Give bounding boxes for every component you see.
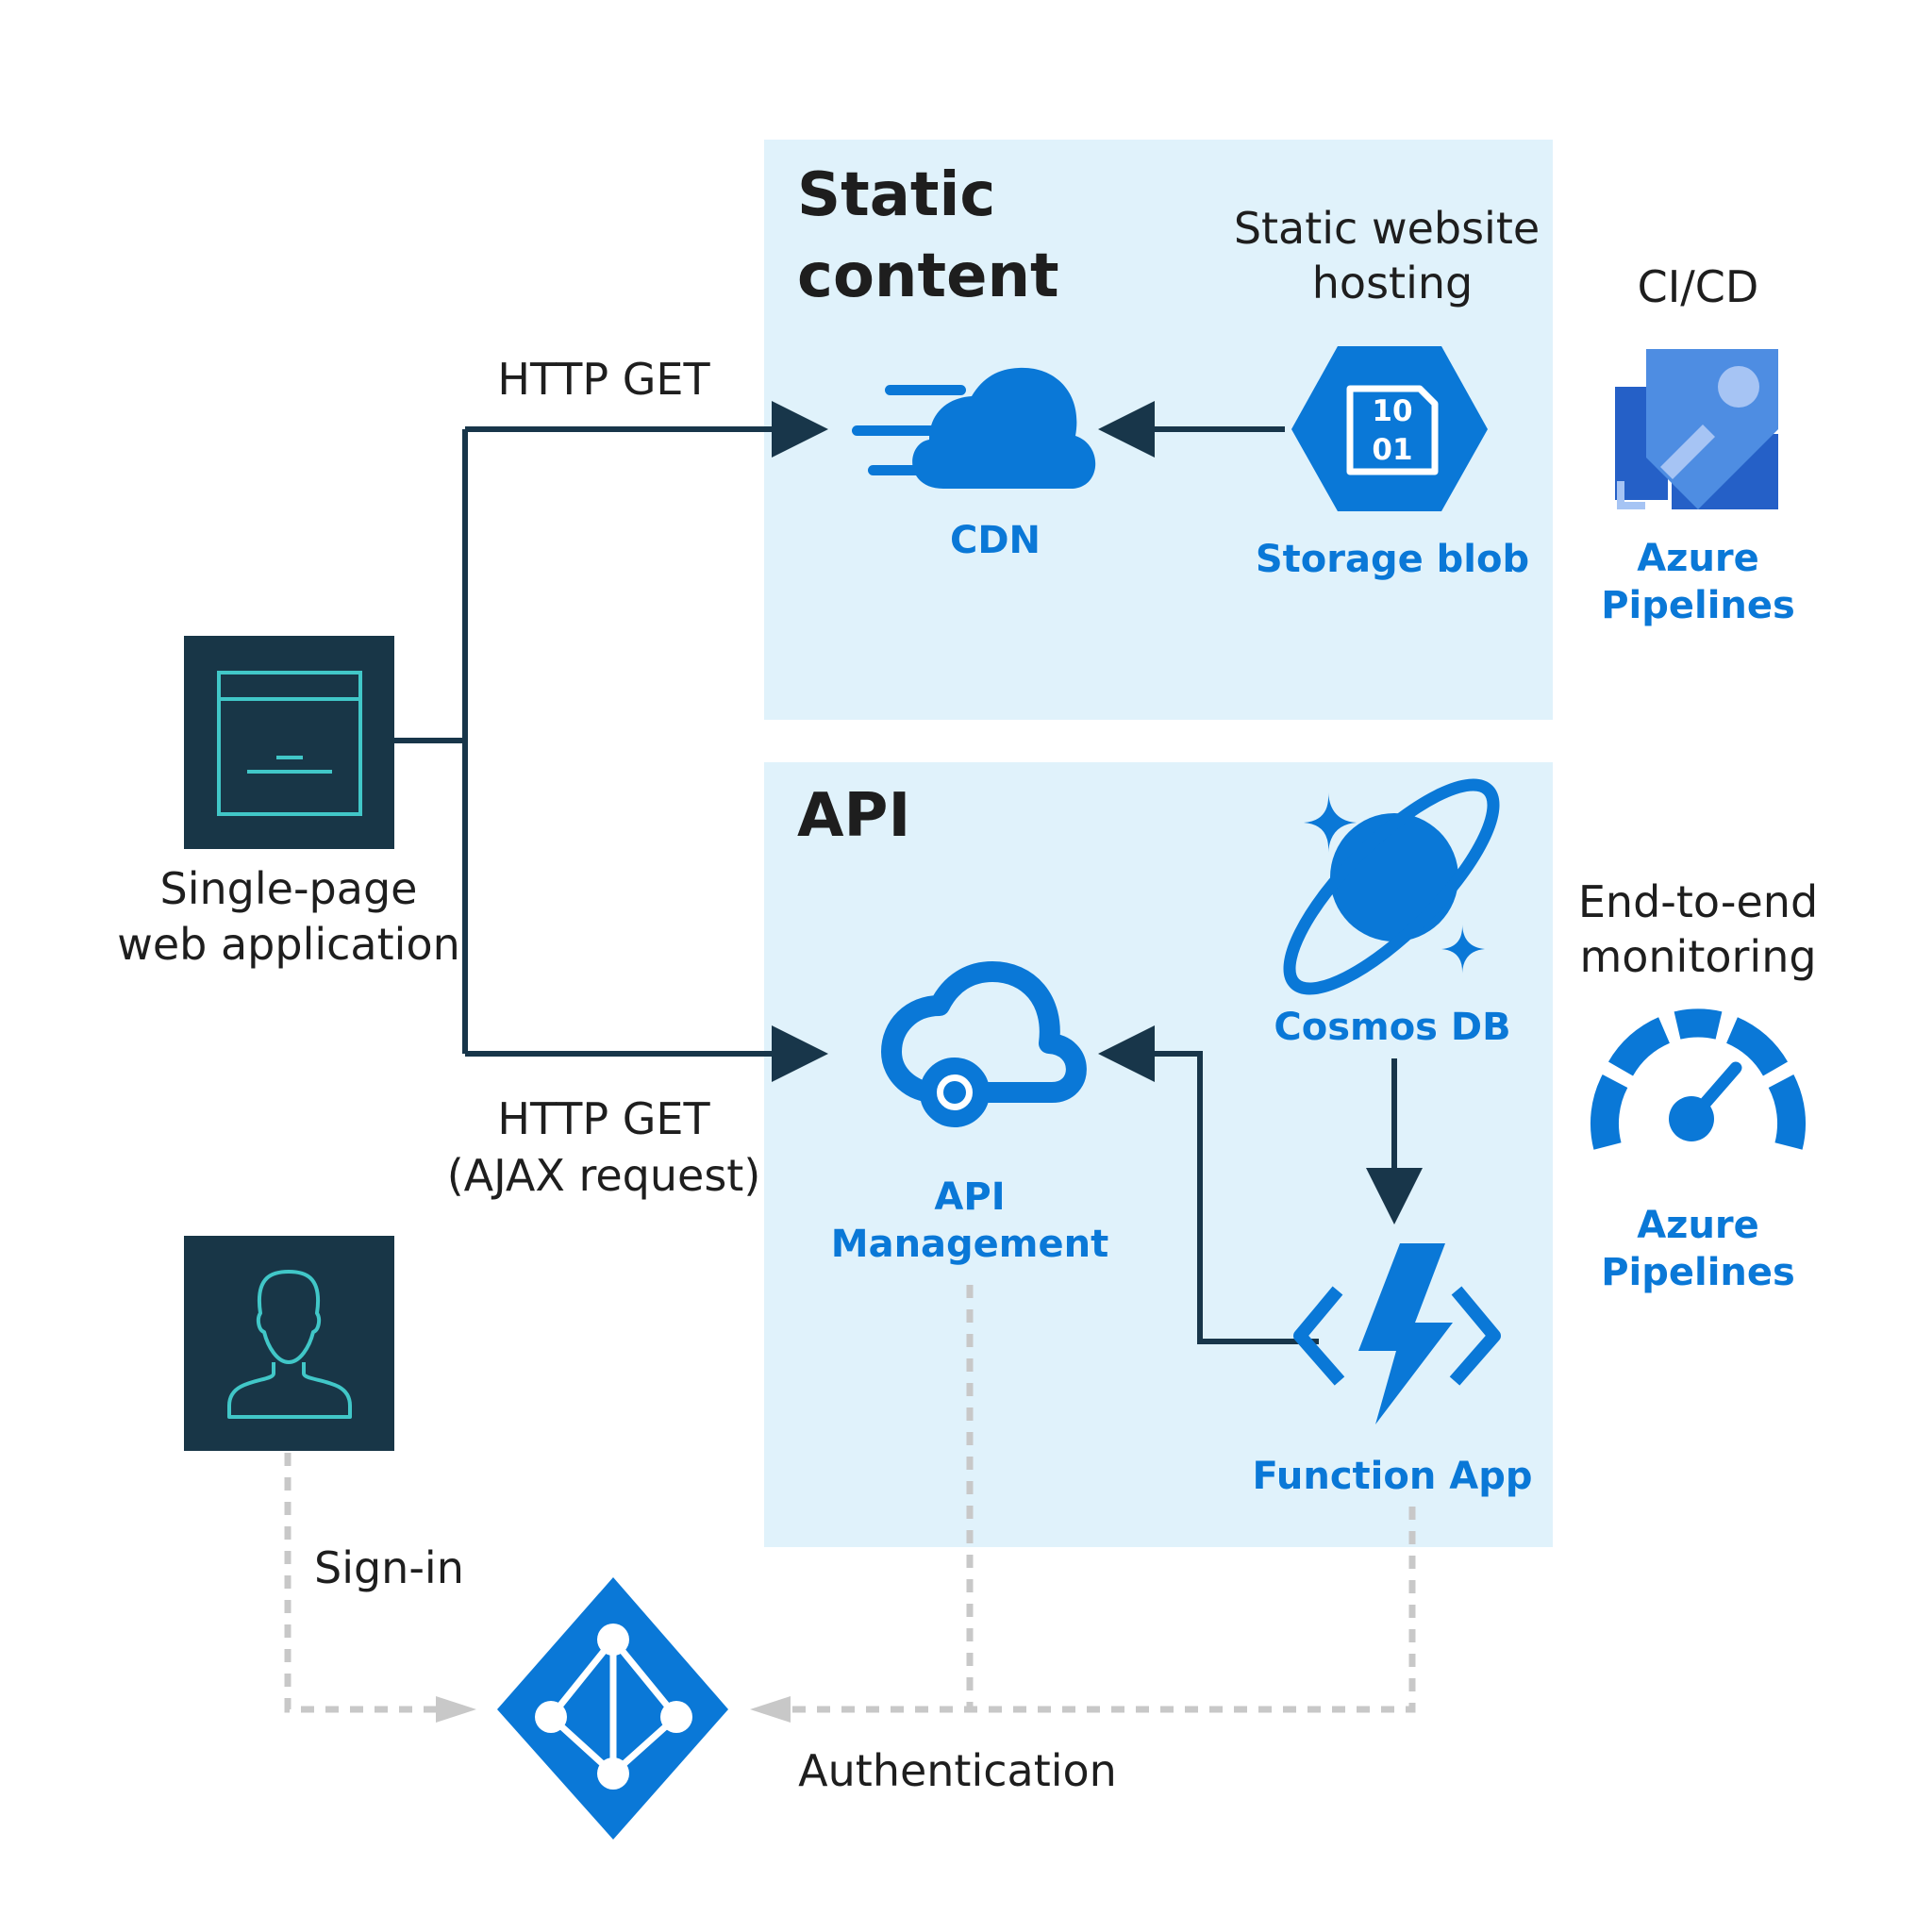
storage-caption-line2: hosting [1312, 258, 1473, 308]
cosmos-label: Cosmos DB [1274, 1006, 1510, 1049]
monitoring-label-line1: Azure [1637, 1204, 1759, 1247]
user-glyph [227, 1270, 352, 1419]
apim-node[interactable]: API Management [831, 961, 1108, 1266]
http-get-static-label: HTTP GET [497, 354, 710, 405]
storage-blob-icon [1291, 346, 1488, 511]
spa-label-line2: web application [117, 919, 460, 970]
speedometer-gauge-icon [1590, 1008, 1807, 1150]
api-management-cloud-icon [881, 961, 1087, 1127]
static-content-title-line2: content [797, 242, 1059, 311]
cdn-node[interactable]: CDN [852, 367, 1096, 562]
monitoring-label-line2: Pipelines [1601, 1251, 1795, 1294]
pipelines-node[interactable]: CI/CD Azure Pipelines [1601, 261, 1795, 627]
aad-node[interactable] [497, 1577, 728, 1840]
storage-file-glyph [1346, 385, 1439, 475]
storage-caption-line1: Static website [1234, 203, 1540, 254]
browser-window-icon [184, 636, 394, 849]
solid-connectors [394, 401, 1423, 1344]
gauge-needle [1685, 1061, 1742, 1125]
user-sign-in-dashed-line [284, 1453, 443, 1713]
cosmos-node[interactable]: Cosmos DB [1263, 758, 1521, 1049]
pipelines-label-line2: Pipelines [1601, 584, 1795, 627]
storage-glyph-line2: 01 [1372, 433, 1412, 467]
sign-in-arrowhead [436, 1696, 476, 1723]
cosmos-db-planet-icon [1283, 778, 1500, 995]
azure-pipelines-rocket-icon [1615, 349, 1778, 509]
storage-node[interactable]: 10 01 Static website hosting Storage blo… [1234, 203, 1540, 581]
storage-glyph-line1: 10 [1372, 394, 1412, 428]
static-content-title-line1: Static [797, 160, 995, 230]
cdn-cloud-icon [852, 367, 1096, 489]
dashed-arrowheads [436, 1696, 791, 1723]
function-label: Function App [1253, 1455, 1533, 1498]
function-auth-dashed-line [783, 1507, 1416, 1713]
cdn-label: CDN [950, 519, 1041, 562]
sign-in-label: Sign-in [314, 1542, 464, 1593]
spa-trunk-connector [394, 429, 468, 1054]
storage-label: Storage blob [1256, 538, 1529, 581]
spa-label-line1: Single-page [160, 863, 418, 914]
authentication-arrowhead [750, 1696, 791, 1723]
apim-label-line2: Management [831, 1223, 1108, 1266]
dashed-connectors [284, 1285, 1416, 1713]
function-app-bolt-icon [1293, 1243, 1501, 1424]
monitoring-caption-line1: End-to-end [1578, 876, 1818, 927]
monitoring-caption-line2: monitoring [1579, 931, 1816, 982]
pipelines-caption: CI/CD [1638, 261, 1759, 312]
user-node[interactable] [184, 1236, 394, 1451]
http-get-api-label-line2: (AJAX request) [447, 1150, 761, 1201]
aad-graph-glyph [535, 1624, 692, 1790]
monitoring-node[interactable]: End-to-end monitoring Azure Pipelines [1578, 876, 1818, 1294]
authentication-label: Authentication [798, 1745, 1117, 1796]
http-get-api-label-line1: HTTP GET [497, 1093, 710, 1144]
api-title: API [797, 781, 910, 851]
function-to-apim-arrow [1098, 1025, 1319, 1344]
pipelines-label-line1: Azure [1637, 537, 1759, 580]
browser-window-glyph [217, 671, 362, 816]
spa-node[interactable]: Single-page web application [117, 636, 460, 970]
function-node[interactable]: Function App [1253, 1243, 1533, 1498]
apim-label-line1: API [934, 1175, 1005, 1219]
